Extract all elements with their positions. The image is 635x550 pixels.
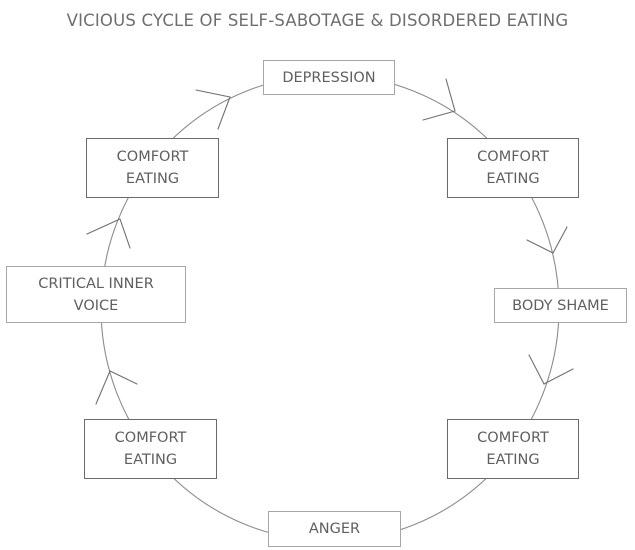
diagram-title: VICIOUS CYCLE OF SELF-SABOTAGE & DISORDE… xyxy=(66,11,569,30)
node-comfort-eating-bottom-left: COMFORT EATING xyxy=(84,419,217,479)
node-critical-inner-voice: CRITICAL INNER VOICE xyxy=(6,266,186,323)
node-comfort-eating-top-right: COMFORT EATING xyxy=(447,138,579,198)
node-anger: ANGER xyxy=(268,511,401,547)
arrow-right-lower-icon xyxy=(528,354,574,385)
arrow-left-lower-icon xyxy=(95,370,138,405)
node-depression-label: DEPRESSION xyxy=(282,69,376,86)
node-comfort-eating-top-left-line-1: COMFORT xyxy=(116,149,189,165)
arrow-left-upper-icon xyxy=(86,218,131,249)
node-body-shame-label: BODY SHAME xyxy=(512,297,609,314)
node-comfort-eating-bottom-right: COMFORT EATING xyxy=(447,419,579,479)
arrow-top-right-icon xyxy=(422,78,456,121)
node-comfort-eating-top-left: COMFORT EATING xyxy=(86,138,219,198)
node-comfort-eating-top-left-line-2: EATING xyxy=(125,171,180,187)
node-critical-inner-voice-line-1: CRITICAL INNER xyxy=(38,275,154,292)
node-depression: DEPRESSION xyxy=(263,60,395,95)
node-comfort-eating-bottom-right-line-1: COMFORT xyxy=(477,430,549,446)
node-comfort-eating-bottom-right-line-2: EATING xyxy=(486,452,540,468)
node-comfort-eating-bottom-left-line-1: COMFORT xyxy=(114,430,187,446)
node-body-shame: BODY SHAME xyxy=(494,288,627,323)
node-comfort-eating-top-right-line-2: EATING xyxy=(486,171,540,187)
arrow-top-left-icon xyxy=(195,89,231,130)
node-comfort-eating-bottom-left-line-2: EATING xyxy=(123,452,178,468)
node-critical-inner-voice-line-2: VOICE xyxy=(73,297,119,314)
node-comfort-eating-top-right-line-1: COMFORT xyxy=(477,149,549,165)
node-anger-label: ANGER xyxy=(308,521,361,537)
arrow-right-upper-icon xyxy=(526,226,568,254)
